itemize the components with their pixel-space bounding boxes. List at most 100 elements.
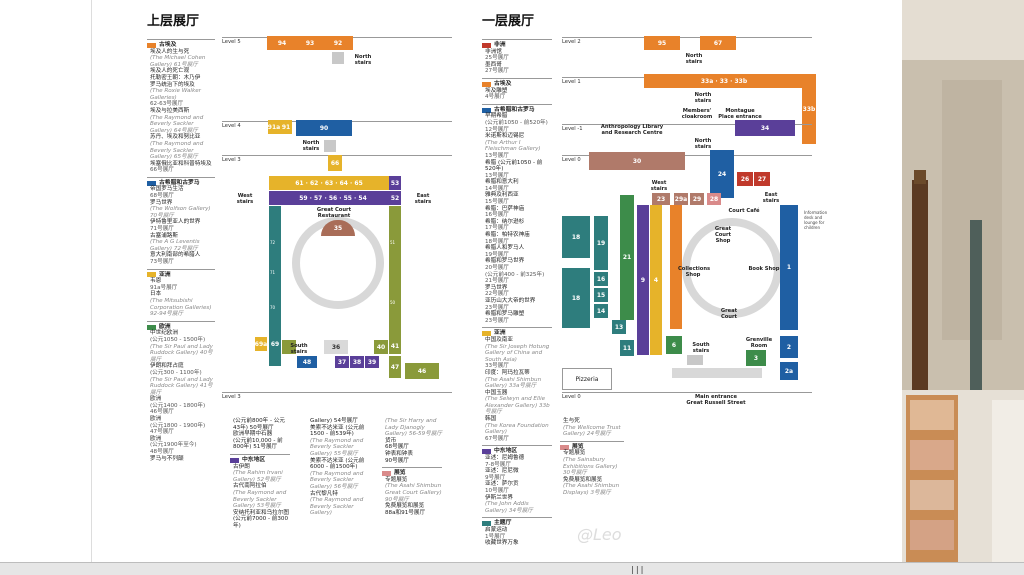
room-29: 29 [690,193,704,205]
montague-entrance-label: Montague Place entrance [718,108,762,120]
legend-item: 日本 [150,291,162,298]
great-court-label: Great Court [720,308,738,320]
room-16: 16 [594,272,608,286]
legend-item: (The Asahi Shimbun Great Court Gallery) … [385,483,442,503]
legend-item: (公元300 - 1100年) [150,369,202,376]
bottom-scrollbar[interactable]: ||| [0,562,1024,575]
legend-item: 古塞浦路斯 [150,232,178,239]
legend-swatch [482,521,491,527]
room-66: 66 [328,155,342,171]
room-35: 35 [321,220,355,236]
room-33: 33a · 33 · 33b [644,74,804,88]
left-margin [0,0,92,575]
room-19: 19 [594,216,608,270]
room-48: 48 [297,356,317,368]
room-2: 2 [780,336,798,358]
legend-category: 中东地区 [482,445,552,455]
room-28: 28 [707,193,721,205]
legend-category-label: 展览 [394,470,406,477]
upper-floor-title: 上层展厅 [147,14,200,29]
legend-item: (The Mitsubishi Corporation Galleries) 9… [150,297,212,318]
legend-item: 埃及与拉美西斯 [150,107,190,114]
legend-item: (The Korea Foundation Gallery) [485,422,549,436]
legend-item: 13号展厅 [485,172,509,179]
legend-category: 古埃及 [482,77,552,88]
legend-item: (The Sainsbury Exhibitions Gallery) 30号展… [563,456,618,477]
legend-item: 欧洲 [150,435,162,442]
legend-item: 帝国罗马生活 [150,186,184,193]
legend-item: 收藏世界万象 [485,540,519,547]
ground-level-0b: Level 0 [562,392,812,400]
upper-north-stairs-label: North stairs [354,54,372,66]
legend-item: 中世纪欧洲 [150,330,178,337]
legend-category: 展览 [382,467,442,477]
museum-photo [902,0,1024,575]
legend-item: 伊朗和拜占庭 [150,363,184,370]
legend-item: 46号展厅 [150,409,174,416]
legend-item: 罗马与不列颠 [150,455,184,462]
legend-item: (The Asahi Shimbun Gallery) 33a号展厅 [485,376,542,390]
room-38b: 38 [350,356,364,368]
upper-legend-col4: (The Sir Harry and Lady Djanogly Gallery… [382,418,442,516]
legend-item: (The Sir Paul and Lady Ruddock Gallery) … [150,343,213,363]
legend-item: (The Sir Joseph Hotung Gallery of China … [485,343,550,363]
legend-item: 亚述：萨尔贡 [485,481,519,488]
legend-item: 20号展厅 [485,265,509,271]
legend-item: 67号展厅 [485,435,509,442]
court-cafe-label: Court Café [728,208,760,214]
room-94: 94 [267,36,297,50]
legend-item: 雅典及利西亚 [485,192,519,199]
legend-item: 71号展厅 [150,226,174,233]
ground-south-stairs-block [687,355,703,365]
room-91a: 91a [268,120,280,134]
legend-item: 美索不达米亚 (公元前1500 - 前539年) [310,424,365,438]
legend-item: 生与死 [563,418,580,424]
legend-item: (The Sir Harry and Lady Djanogly Gallery… [385,418,442,438]
legend-item: 伊斯兰世界 [485,494,513,501]
great-court-shop-label: Great Court Shop [714,226,732,244]
legend-item: 希腊和意大利 [485,179,519,186]
legend-item: 18号展厅 [485,238,509,245]
legend-item: 亚历山大大帝的世界 [485,297,536,304]
legend-item: 25号展厅 [485,55,509,62]
legend-item: 非洲馆 [485,48,502,55]
legend-item: 埃及人的死亡观 [150,68,190,75]
grenville-room-label: Grenville Room [745,337,773,349]
legend-item: 27号展厅 [485,68,509,75]
legend-item: 1号展厅 [485,533,506,540]
legend-item: 68号展厅 [385,444,409,451]
room-36: 36 [324,340,348,354]
collections-shop-label: Collections Shop [678,266,711,278]
legend-item: 苏丹、埃及和努比亚 [150,134,201,141]
legend-swatch [147,42,156,48]
scroll-grip-handle[interactable]: ||| [630,565,645,574]
legend-item: (The Raymond and Beverly Sackler Gallery… [150,114,204,134]
upper-restaurant-label: Great Court Restaurant [316,207,352,219]
legend-category-label: 古埃及 [159,42,177,48]
legend-item: Gallery) 54号展厅 [310,418,358,424]
room-46: 46 [405,363,439,379]
legend-swatch [482,81,491,87]
legend-item: (公元1050 - 1500年) [150,336,206,343]
legend-item: 希腊 (公元前1050 - 前520年) [485,159,543,173]
room-71: 71 [270,270,276,275]
legend-item: (The Asahi Shimbun Displays) 3号展厅 [563,483,620,496]
legend-item: (The Wellcome Trust Gallery) 24号展厅 [563,424,621,438]
room-91: 91 [280,120,292,134]
ground-south-stairs-label: South stairs [692,342,710,354]
legend-item: 埃及人的生与死 [150,48,190,55]
legend-category-label: 古埃及 [494,80,512,87]
legend-item: 墨西哥 [485,61,502,68]
room-30: 30 [589,152,685,170]
legend-item: 古代南阿拉伯 [233,483,267,490]
legend-item: 66号展厅 [150,167,174,174]
legend-item: 启蒙运动 [485,526,508,533]
room-72: 72 [270,240,276,245]
ground-floor-title: 一层展厅 [482,14,535,29]
legend-item: 古伊朗 [233,463,250,470]
legend-swatch [560,444,569,450]
room-90: 90 [296,120,352,136]
legend-item: 安纳托利亚和乌拉尔图 [233,509,289,516]
room-23: 23 [652,193,670,205]
legend-category-label: 中东地区 [494,448,518,455]
